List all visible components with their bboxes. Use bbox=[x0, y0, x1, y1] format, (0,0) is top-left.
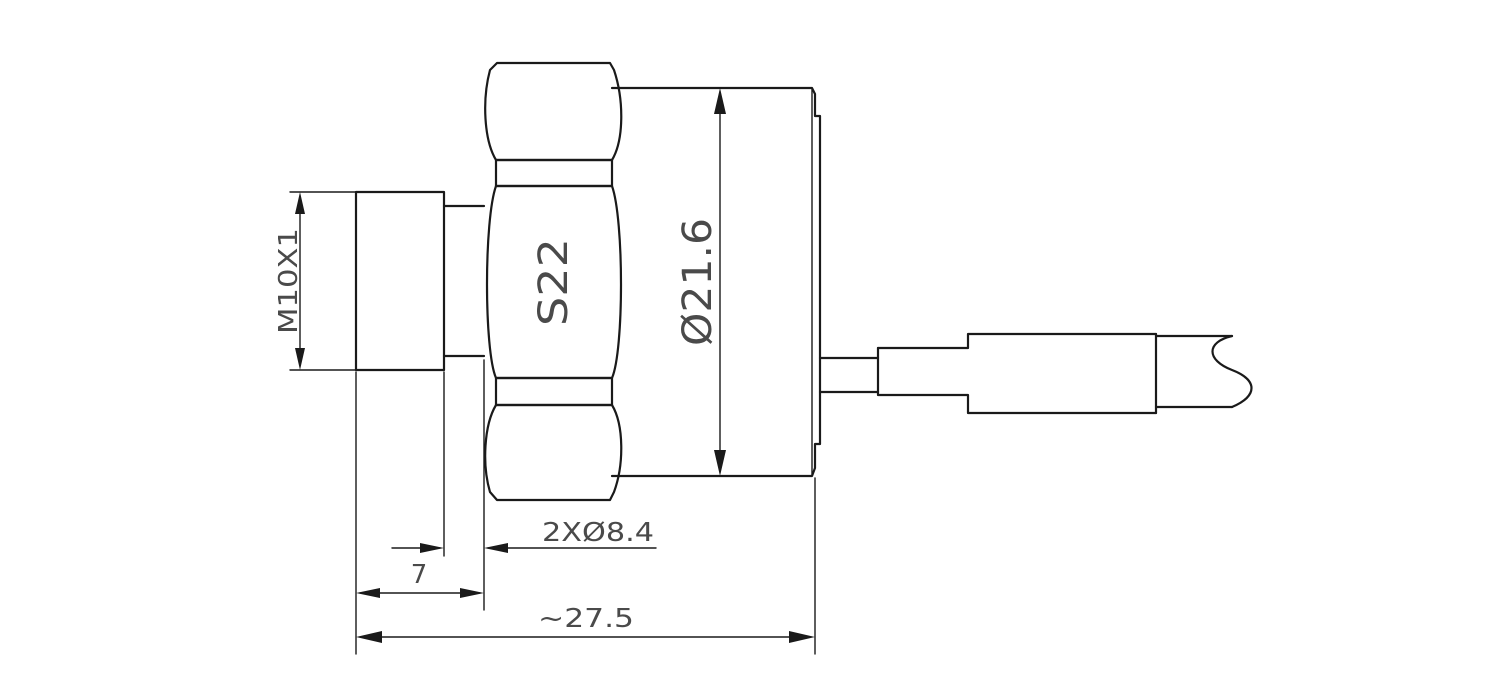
main-body bbox=[610, 86, 822, 478]
diameter-label: Ø21.6 bbox=[675, 218, 721, 346]
overall-length-label: ~27.5 bbox=[538, 604, 634, 634]
thread-length-label: 7 bbox=[411, 560, 428, 590]
hex-size-label: S22 bbox=[531, 238, 577, 326]
diameter-dimension bbox=[714, 88, 726, 476]
hole-spec-label: 2XØ8.4 bbox=[542, 518, 654, 548]
threaded-fitting bbox=[354, 190, 486, 372]
cable bbox=[818, 332, 1253, 415]
overall-length-dimension bbox=[355, 371, 816, 655]
thread-length-dimension bbox=[356, 359, 657, 611]
thread-label: M10X1 bbox=[274, 228, 304, 334]
hex-nut bbox=[484, 61, 623, 502]
thread-dimension bbox=[289, 191, 357, 371]
